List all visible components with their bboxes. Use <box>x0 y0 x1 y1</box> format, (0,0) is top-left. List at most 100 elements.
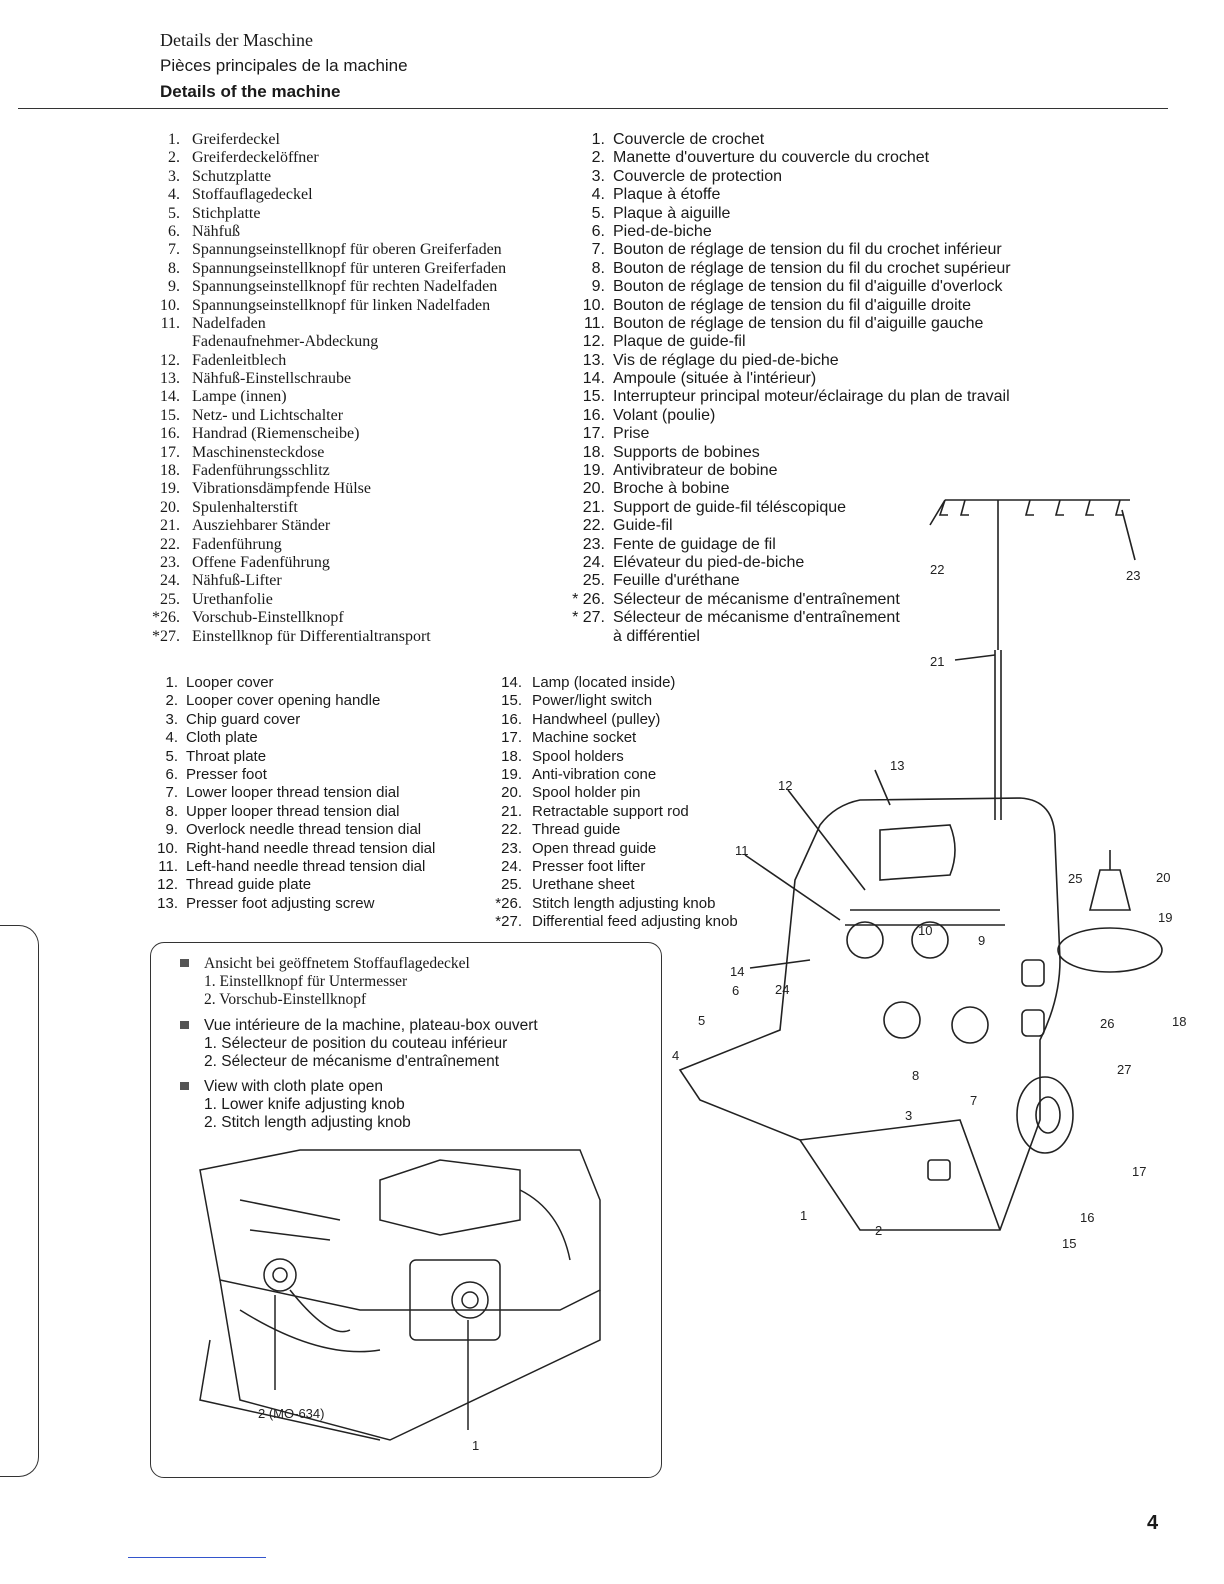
binding-bracket <box>0 925 39 1477</box>
item-text: Elévateur du pied-de-biche <box>613 553 805 571</box>
item-text: Spannungseinstellknopf für linken Nadelf… <box>192 296 491 314</box>
item-number: 5. <box>591 204 605 222</box>
callout-label: 9 <box>978 933 985 948</box>
inset-fr-item-1: 1. Sélecteur de position du couteau infé… <box>204 1035 508 1052</box>
item-text: Stichplatte <box>192 204 261 222</box>
callout-label: 6 <box>732 983 739 998</box>
item-text: Open thread guide <box>532 839 657 857</box>
item-number: 15. <box>501 692 522 710</box>
item-number: 25. <box>582 572 605 590</box>
item-text: Thread guide plate <box>186 876 312 894</box>
item-number: 7. <box>165 784 178 802</box>
inset-en-heading: View with cloth plate open <box>204 1078 383 1095</box>
inset-fr-heading: Vue intérieure de la machine, plateau-bo… <box>204 1017 538 1034</box>
item-text: Feuille d'uréthane <box>613 572 740 590</box>
item-number: 5. <box>165 747 178 765</box>
callout-label: 21 <box>930 654 944 669</box>
item-text: Spannungseinstellknopf für unteren Greif… <box>192 259 507 277</box>
item-number: 1. <box>165 674 178 691</box>
callout-label: 16 <box>1080 1210 1094 1225</box>
item-number: 11. <box>160 314 180 332</box>
item-text: Pied-de-biche <box>613 222 712 240</box>
item-text: Right-hand needle thread tension dial <box>186 839 436 857</box>
item-number: 6. <box>591 222 605 240</box>
callout-label: 2 <box>875 1223 882 1238</box>
inset-en-item-2: 2. Stitch length adjusting knob <box>204 1114 411 1131</box>
item-number: 13. <box>157 894 178 912</box>
item-text: Antivibrateur de bobine <box>613 462 778 480</box>
item-number: 6. <box>165 765 178 783</box>
item-text: Overlock needle thread tension dial <box>186 821 422 839</box>
item-number: 14. <box>160 388 180 406</box>
title-de: Details der Maschine <box>160 30 313 50</box>
item-text: Nähfuß-Einstellschraube <box>192 370 352 388</box>
item-text: Netz- und Lichtschalter <box>192 406 344 424</box>
item-text: Urethanfolie <box>192 590 273 608</box>
item-number: 16. <box>501 710 522 728</box>
item-text: Volant (poulie) <box>613 406 716 424</box>
item-text: Differential feed adjusting knob <box>532 913 738 931</box>
item-number: 2. <box>591 149 605 167</box>
item-number: 12. <box>582 333 605 351</box>
item-number: 8. <box>165 802 178 820</box>
item-text: Guide-fil <box>613 517 673 535</box>
item-number: 17. <box>582 425 605 443</box>
item-text: Bouton de réglage de tension du fil du c… <box>613 259 1011 277</box>
inset-en-item-1: 1. Lower knife adjusting knob <box>204 1096 405 1113</box>
item-text: à différentiel <box>613 627 700 645</box>
item-number: 23. <box>501 839 522 857</box>
callout-label: 24 <box>775 982 789 997</box>
item-text: Vorschub-Einstellknopf <box>192 609 344 627</box>
item-number: 3. <box>168 167 180 185</box>
item-number: 13. <box>582 351 605 369</box>
item-text: Couvercle de crochet <box>613 131 765 148</box>
item-number: 21. <box>582 498 605 516</box>
item-number: 3. <box>165 710 178 728</box>
item-number: 9. <box>165 821 178 839</box>
item-number: 13. <box>160 370 180 388</box>
callout-label: 8 <box>912 1068 919 1083</box>
item-text: Stitch length adjusting knob <box>532 894 716 912</box>
callout-label: 18 <box>1172 1014 1186 1029</box>
callout-label: 1 <box>800 1208 807 1223</box>
callout-label: 22 <box>930 562 944 577</box>
item-text: Machine socket <box>532 729 637 747</box>
item-text: Bouton de réglage de tension du fil d'ai… <box>613 296 971 314</box>
item-number: 16. <box>160 425 180 443</box>
item-number: 18. <box>160 462 180 480</box>
item-number: 5. <box>168 204 180 222</box>
item-text: Handrad (Riemenscheibe) <box>192 425 360 443</box>
item-number: 1. <box>591 131 605 148</box>
item-text: Looper cover <box>186 674 274 691</box>
item-text: Bouton de réglage de tension du fil d'ai… <box>613 278 1003 296</box>
item-text: Thread guide <box>532 821 621 839</box>
item-number: 8. <box>168 259 180 277</box>
item-number: 10. <box>582 296 605 314</box>
item-text: Manette d'ouverture du couvercle du croc… <box>613 149 930 167</box>
item-text: Nähfuß <box>192 222 240 240</box>
item-number: 4. <box>591 186 605 204</box>
item-text: Support de guide-fil téléscopique <box>613 498 847 516</box>
item-number: 12. <box>157 876 178 894</box>
square-bullet-icon <box>180 959 189 967</box>
item-text: Prise <box>613 425 650 443</box>
item-text: Presser foot adjusting screw <box>186 894 375 912</box>
item-text: Stoffauflagedeckel <box>192 186 313 204</box>
item-number: 2. <box>165 692 178 710</box>
item-text: Anti-vibration cone <box>532 765 657 783</box>
item-text: Ampoule (située à l'intérieur) <box>613 370 817 388</box>
item-number: * 27. <box>572 609 605 627</box>
item-number: 25. <box>501 876 522 894</box>
item-text: Lamp (located inside) <box>532 674 676 691</box>
callout-label: 10 <box>918 923 932 938</box>
item-number: 17. <box>501 729 522 747</box>
item-number: 15. <box>582 388 605 406</box>
callout-label: 7 <box>970 1093 977 1108</box>
item-number: 7. <box>168 241 180 259</box>
title-fr: Pièces principales de la machine <box>160 56 408 75</box>
item-number: 24. <box>582 553 605 571</box>
callout-label: 4 <box>672 1048 679 1063</box>
item-text: Left-hand needle thread tension dial <box>186 857 426 875</box>
callout-label: 15 <box>1062 1236 1076 1251</box>
